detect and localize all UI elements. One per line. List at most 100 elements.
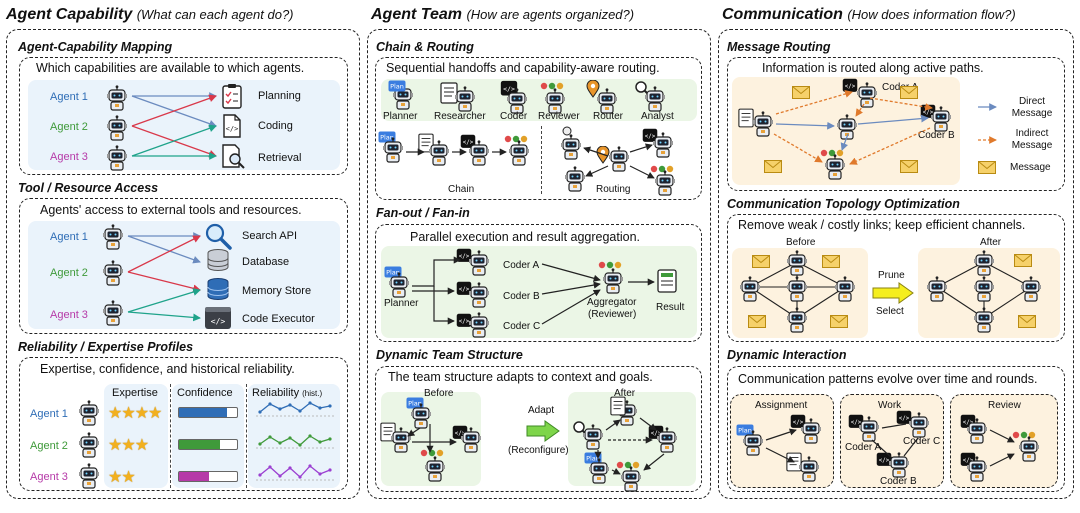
phase-label: Work <box>878 400 902 411</box>
coder-label: Coder A <box>845 442 882 453</box>
adapt-arrow-icon <box>526 420 560 442</box>
coder-b-label: Coder B <box>918 130 955 141</box>
after-label: After <box>614 388 636 399</box>
expertise-stars: ★★ <box>108 469 136 486</box>
database-icon <box>207 249 229 271</box>
topology-caption: Remove weak / costly links; keep efficie… <box>738 218 1026 232</box>
role-label: Router <box>593 111 624 122</box>
people-icon <box>562 126 572 136</box>
coder-label: Coder B <box>503 291 540 302</box>
before-label: Before <box>786 237 816 248</box>
chain-routing-caption: Sequential handoffs and capability-aware… <box>386 61 660 75</box>
code-file-icon: </> <box>223 114 241 138</box>
before-label: Before <box>424 388 454 399</box>
select-label: Select <box>876 306 904 317</box>
code-executor-icon: </> <box>205 307 231 329</box>
legend-indirect: Indirect Message <box>1011 128 1053 151</box>
aggregator-label: Aggregator <box>587 297 637 308</box>
tool-access-caption: Agents' access to external tools and res… <box>40 203 302 217</box>
phase-label: Assignment <box>755 400 808 411</box>
adapt-note: (Reconfigure) <box>508 445 569 456</box>
dynamic-team-caption: The team structure adapts to context and… <box>388 370 653 384</box>
adapt-label: Adapt <box>528 405 555 416</box>
agent-label-3: Agent 3 <box>50 309 88 321</box>
phase-label: Review <box>988 400 1021 411</box>
tool-access-title: Tool / Resource Access <box>18 181 159 195</box>
expertise-header: Expertise <box>112 387 158 399</box>
tool-label: Search API <box>242 230 298 242</box>
capability-label: Coding <box>258 120 293 132</box>
agent-label-3: Agent 3 <box>50 151 88 163</box>
confidence-bar <box>178 471 238 482</box>
tool-label: Database <box>242 256 290 268</box>
confidence-bar <box>178 439 238 450</box>
aggregator-note: (Reviewer) <box>588 309 637 320</box>
reliability-header: Reliability (hist.) <box>252 387 323 399</box>
routing-label: Routing <box>596 184 631 195</box>
prune-label: Prune <box>878 270 905 281</box>
confidence-header: Confidence <box>177 387 233 399</box>
communication-column-title: Communication (How does information flow… <box>722 6 1016 23</box>
capability-label: Retrieval <box>258 152 302 164</box>
capability-label: Planning <box>258 90 301 102</box>
confidence-bar <box>178 407 238 418</box>
capability-mapping-caption: Which capabilities are available to whic… <box>36 61 305 75</box>
dynamic-interaction-title: Dynamic Interaction <box>727 348 847 362</box>
fan-caption: Parallel execution and result aggregatio… <box>410 230 641 244</box>
tool-label: Memory Store <box>242 285 312 297</box>
svg-text:</>: </> <box>226 125 239 133</box>
magnifier-document-icon <box>222 144 245 169</box>
coder-label: Coder C <box>503 321 541 332</box>
dynamic-team-title: Dynamic Team Structure <box>376 348 523 362</box>
result-report-icon <box>657 269 677 293</box>
agent-label-1: Agent 1 <box>30 408 68 420</box>
agent-label-2: Agent 2 <box>50 267 88 279</box>
legend-message: Message <box>1010 162 1051 173</box>
agent-label-1: Agent 1 <box>50 91 88 103</box>
topology-title: Communication Topology Optimization <box>727 197 960 211</box>
phase-review <box>950 394 1058 488</box>
expertise-stars: ★★★ <box>108 437 149 454</box>
agent-label-2: Agent 2 <box>50 121 88 133</box>
agent-label-2: Agent 2 <box>30 440 68 452</box>
role-label: Analyst <box>641 111 674 122</box>
planner-label: Planner <box>384 298 419 309</box>
search-icon <box>205 223 232 250</box>
fan-title: Fan-out / Fan-in <box>376 206 470 220</box>
chain-routing-title: Chain & Routing <box>376 40 474 54</box>
after-label: After <box>980 237 1002 248</box>
role-label: Reviewer <box>538 111 580 122</box>
reliability-caption: Expertise, confidence, and historical re… <box>40 362 295 376</box>
legend-direct: Direct Message <box>1011 96 1053 119</box>
capability-mapping-title: Agent-Capability Mapping <box>18 40 173 54</box>
role-label: Coder <box>500 111 528 122</box>
agent-label-1: Agent 1 <box>50 231 88 243</box>
team-column-title: Agent Team (How are agents organized?) <box>371 6 635 23</box>
agent-label-3: Agent 3 <box>30 471 68 483</box>
svg-text:</>: </> <box>211 317 226 326</box>
role-label: Planner <box>383 111 418 122</box>
phase-work <box>840 394 944 488</box>
capability-column-title: Agent Capability (What can each agent do… <box>6 6 294 23</box>
message-routing-title: Message Routing <box>727 40 831 54</box>
role-label: Researcher <box>434 111 486 122</box>
prune-arrow-icon <box>872 282 914 304</box>
chain-label: Chain <box>448 184 475 195</box>
coder-label: Coder C <box>903 436 941 447</box>
coder-label: Coder B <box>880 476 917 487</box>
dynamic-interaction-caption: Communication patterns evolve over time … <box>738 372 1038 386</box>
result-label: Result <box>656 302 685 313</box>
memory-store-icon <box>207 278 229 300</box>
coder-label: Coder A <box>503 260 540 271</box>
